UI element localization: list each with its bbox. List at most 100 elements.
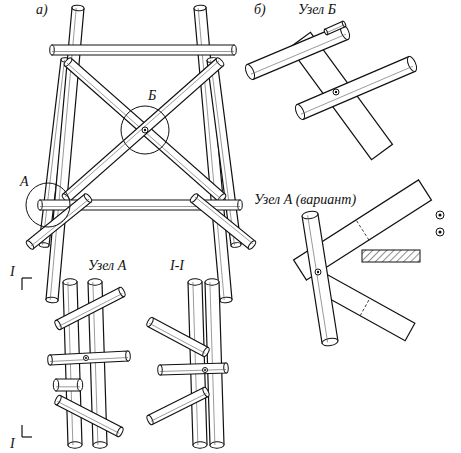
log <box>53 379 82 391</box>
log-end <box>189 193 199 204</box>
log-end <box>118 287 127 298</box>
figure-label: Узел А <box>86 258 128 274</box>
detail-circle <box>26 183 70 227</box>
section-line <box>21 425 22 437</box>
grain-line <box>149 323 205 353</box>
bolt <box>315 269 321 275</box>
section-line <box>22 277 32 278</box>
figure-label: I-I <box>168 258 186 274</box>
log-end <box>25 240 35 251</box>
bolt-center <box>144 129 146 131</box>
grain-line <box>160 369 226 371</box>
log-end <box>244 63 257 81</box>
log-end <box>231 242 241 248</box>
hatched-section <box>362 250 420 262</box>
log-end <box>77 379 82 391</box>
log-end <box>194 5 206 11</box>
bolt <box>436 228 444 236</box>
grain-line <box>308 215 328 342</box>
log-end <box>88 279 102 286</box>
log-end <box>93 442 107 449</box>
log <box>324 21 347 36</box>
log-body <box>148 318 209 357</box>
grain-line <box>301 66 413 114</box>
bolt-center <box>204 369 206 371</box>
figure-label: Узел А (вариант) <box>252 192 358 208</box>
log-body <box>52 45 234 55</box>
bolt <box>203 368 208 373</box>
log <box>50 45 237 55</box>
log-end <box>232 45 237 55</box>
log-body <box>56 396 123 437</box>
log-end <box>83 193 93 204</box>
figure-label: I <box>8 436 17 452</box>
grain-line <box>56 386 80 387</box>
log-end <box>193 442 207 449</box>
log-body <box>27 194 91 249</box>
log-end <box>146 317 155 328</box>
grain-line <box>251 34 346 74</box>
log-body <box>148 388 208 425</box>
log-end <box>47 355 52 365</box>
log-body <box>56 379 80 391</box>
figure-label: I <box>8 264 17 280</box>
bolt-center <box>438 213 441 216</box>
grain-line <box>52 51 234 52</box>
bolt-center <box>438 230 441 233</box>
grain-line <box>195 197 253 244</box>
log-end <box>50 45 55 55</box>
log-end <box>202 387 210 398</box>
grain-line <box>50 357 128 361</box>
bolt-center <box>317 271 319 273</box>
bolt <box>333 89 339 95</box>
log <box>294 55 419 121</box>
figure-label: б) <box>252 2 268 18</box>
figure-label: А <box>18 174 31 190</box>
log-end <box>63 279 77 286</box>
grain-line <box>59 293 123 326</box>
bolt <box>436 211 444 219</box>
log <box>54 287 127 331</box>
log-end <box>53 379 58 391</box>
bolt-center <box>85 357 87 359</box>
log-end <box>72 5 84 11</box>
log-end <box>220 297 232 303</box>
bolt-axis <box>360 298 370 315</box>
log <box>25 193 93 251</box>
frame-parts <box>22 5 444 449</box>
section-line <box>21 278 22 290</box>
figure-label: Б <box>146 88 158 104</box>
log-end <box>302 210 319 220</box>
figure-label: а) <box>34 2 50 18</box>
log-end <box>188 279 202 286</box>
bolt-axis <box>356 220 369 240</box>
log <box>61 57 225 203</box>
grain-line <box>326 25 344 33</box>
log <box>158 363 229 375</box>
log-body <box>50 351 129 365</box>
log-end <box>68 442 82 449</box>
log-end <box>342 21 347 28</box>
log-end <box>210 442 224 449</box>
grain-line <box>65 61 219 197</box>
log <box>63 57 227 203</box>
log-end <box>215 57 225 67</box>
log-end <box>46 297 58 303</box>
log-body <box>302 214 338 343</box>
log-end <box>322 337 339 347</box>
log-end <box>406 55 419 73</box>
log-body <box>191 194 255 249</box>
detail-circle <box>121 106 169 154</box>
log-end <box>238 200 243 210</box>
log-body <box>56 288 125 330</box>
grain-line <box>151 393 207 421</box>
log-end <box>54 395 63 406</box>
log <box>244 23 352 81</box>
log-body <box>160 363 226 375</box>
grain-line <box>31 199 89 246</box>
figure-label: Узел Б <box>296 2 338 18</box>
log <box>47 351 130 365</box>
section-line <box>22 436 32 437</box>
